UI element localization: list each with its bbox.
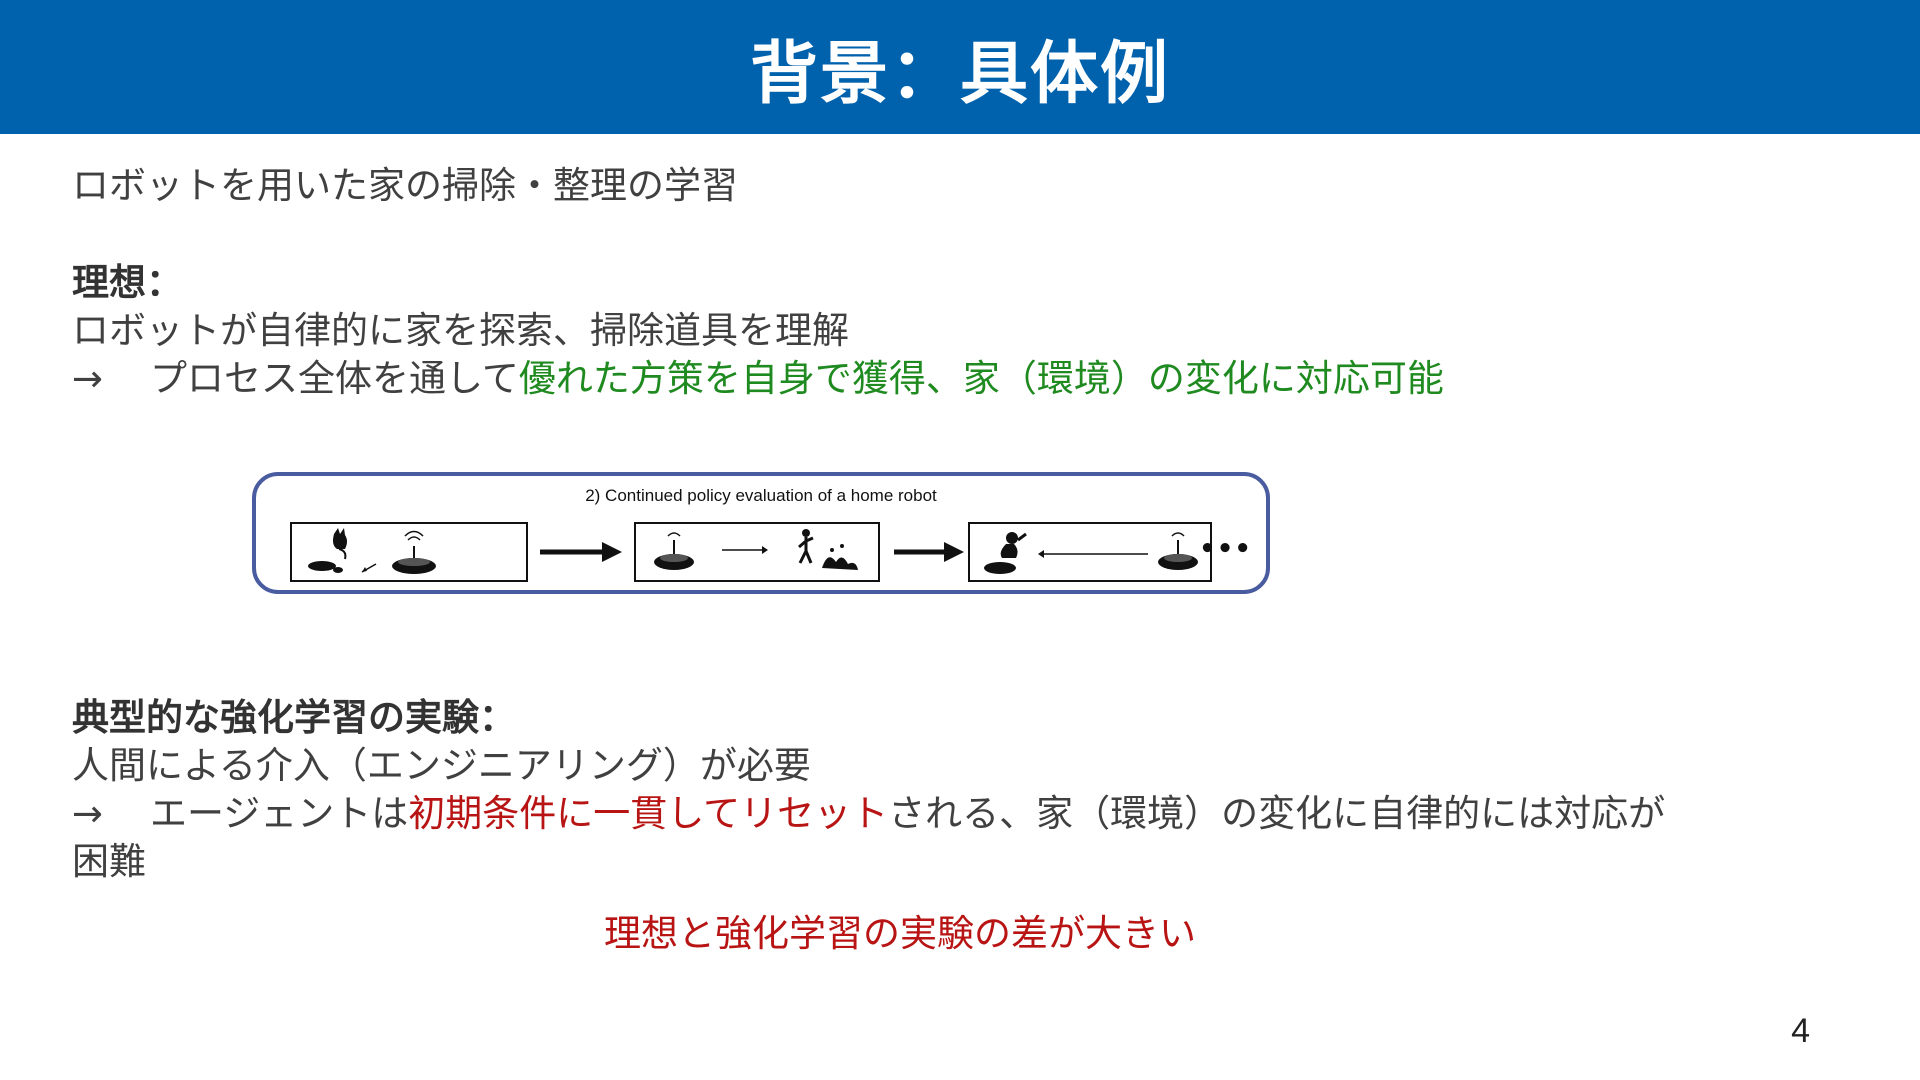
ideal-line-1: ロボットが自律的に家を探索、掃除道具を理解	[72, 309, 849, 352]
arrow-icon: →	[72, 357, 104, 400]
conclusion-text: 理想と強化学習の実験の差が大きい	[604, 912, 1196, 955]
typical-line-2-highlight: 初期条件に一貫してリセット	[408, 792, 889, 835]
baby-robot-illustration	[984, 532, 1198, 574]
slide-title: 背景：具体例	[749, 34, 1170, 114]
figure-caption: 2) Continued policy evaluation of a home…	[585, 486, 937, 505]
typical-line-3: 困難	[72, 840, 146, 883]
typical-heading: 典型的な強化学習の実験：	[72, 696, 516, 739]
figure-frame-2	[634, 522, 880, 582]
policy-evaluation-figure: 2) Continued policy evaluation of a home…	[252, 472, 1270, 594]
ellipsis: •••	[1199, 534, 1252, 564]
typical-line-2-prefix: エージェントは	[150, 792, 409, 835]
arrow-right-icon	[894, 542, 964, 562]
ideal-line-2: → プロセス全体を通して優れた方策を自身で獲得、家（環境）の変化に対応可能	[72, 355, 1444, 403]
intro-text: ロボットを用いた家の掃除・整理の学習	[72, 164, 738, 207]
cat-mess-robot-illustration	[308, 528, 436, 574]
typical-line-2-suffix: される、家（環境）の変化に自律的には対応が	[888, 792, 1666, 835]
typical-line-1: 人間による介入（エンジニアリング）が必要	[72, 744, 811, 787]
typical-line-2: → エージェントは初期条件に一貫してリセットされる、家（環境）の変化に自律的には対…	[72, 790, 1665, 838]
ideal-line-2-prefix: プロセス全体を通して	[150, 357, 519, 400]
ideal-heading: 理想：	[72, 261, 183, 304]
arrow-right-icon	[540, 542, 622, 562]
figure-frame-3	[968, 522, 1212, 582]
slide-header: 背景：具体例	[0, 0, 1920, 134]
arrow-icon: →	[72, 792, 104, 835]
ideal-line-2-highlight: 優れた方策を自身で獲得、家（環境）の変化に対応可能	[518, 357, 1444, 400]
page-number: 4	[1791, 1012, 1810, 1050]
robot-spill-illustration	[654, 529, 858, 570]
figure-frame-1	[290, 522, 528, 582]
